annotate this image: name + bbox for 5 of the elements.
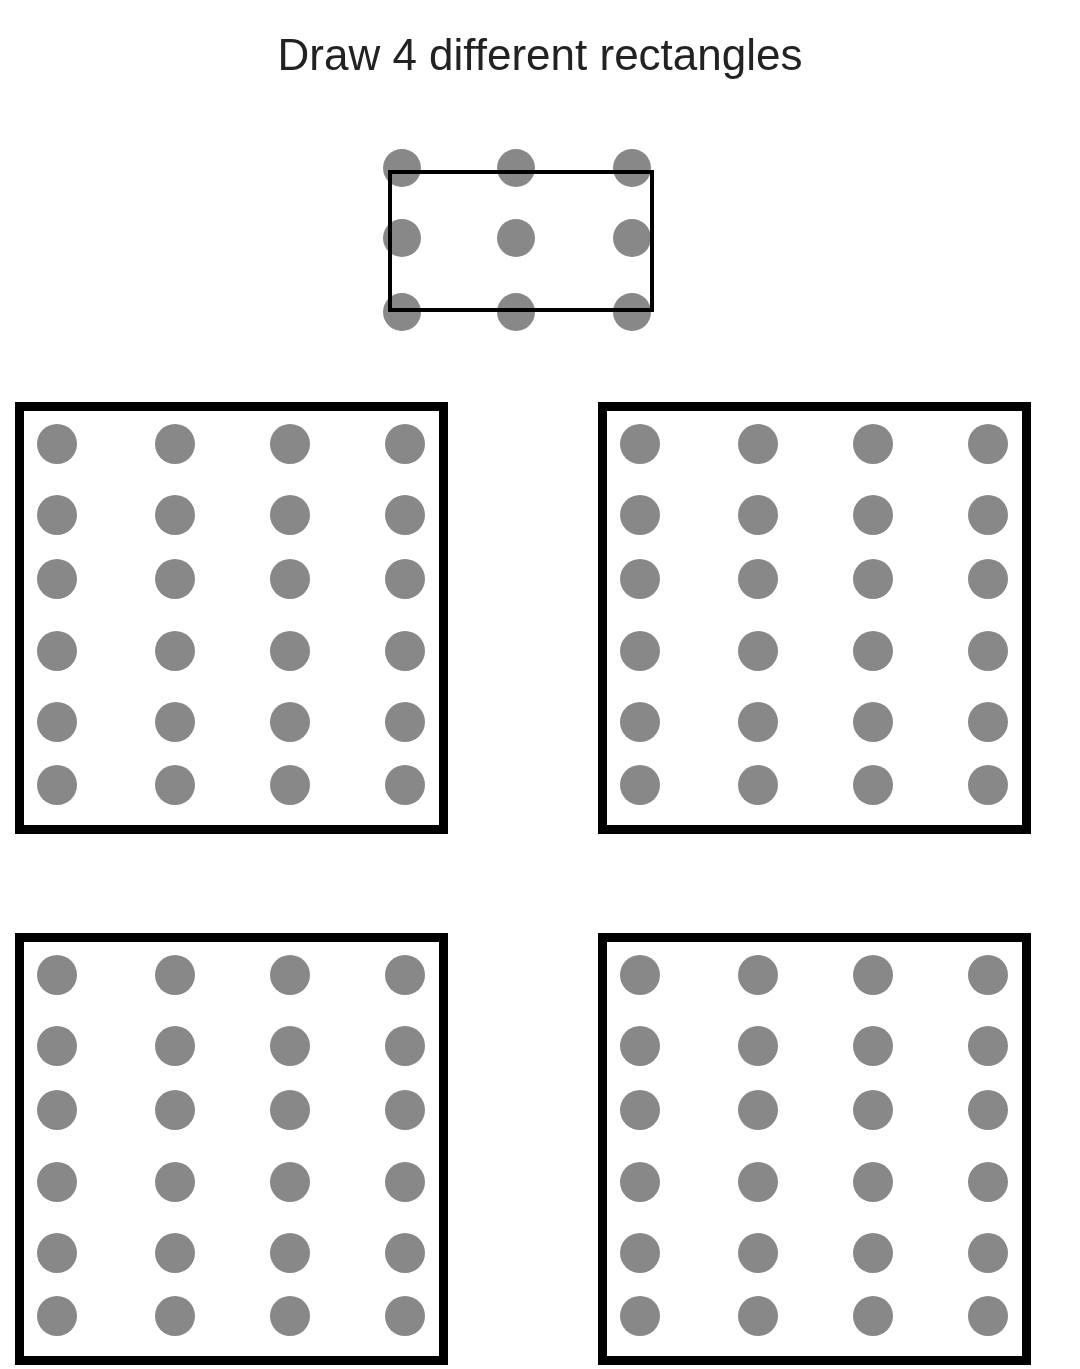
dot-grid-frame xyxy=(15,933,448,1365)
worksheet-title: Draw 4 different rectangles xyxy=(276,30,804,80)
dot-grid-frame xyxy=(598,402,1031,834)
dot-grid-frame xyxy=(15,402,448,834)
dot-grid-frame xyxy=(598,933,1031,1365)
